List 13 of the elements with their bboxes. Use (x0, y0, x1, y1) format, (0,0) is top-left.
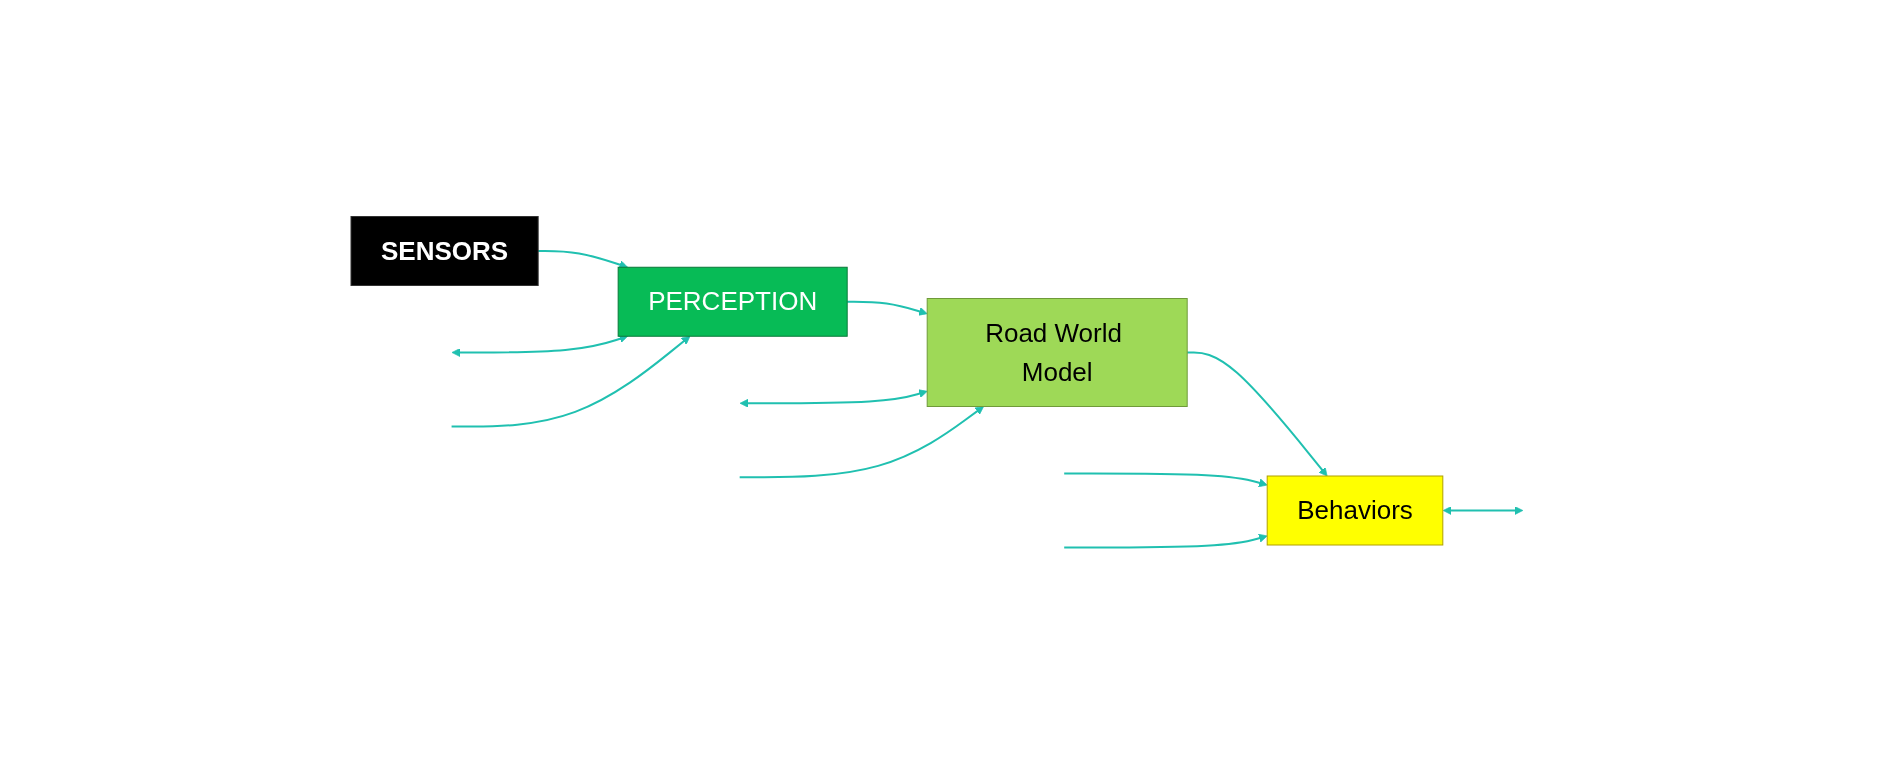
process-box: PERCEPTION (617, 266, 848, 337)
process-box: SENSORS (350, 216, 539, 286)
arrow (738, 406, 984, 479)
arrow (450, 335, 690, 428)
arrow (536, 250, 628, 269)
arrow (1442, 506, 1523, 515)
arrow (1062, 472, 1268, 488)
arrow (739, 389, 928, 408)
arrow (845, 300, 928, 316)
process-box: Behaviors (1266, 475, 1443, 546)
process-box: Road World Model (926, 298, 1188, 407)
arrow (1062, 533, 1268, 549)
arrow (1185, 351, 1328, 477)
